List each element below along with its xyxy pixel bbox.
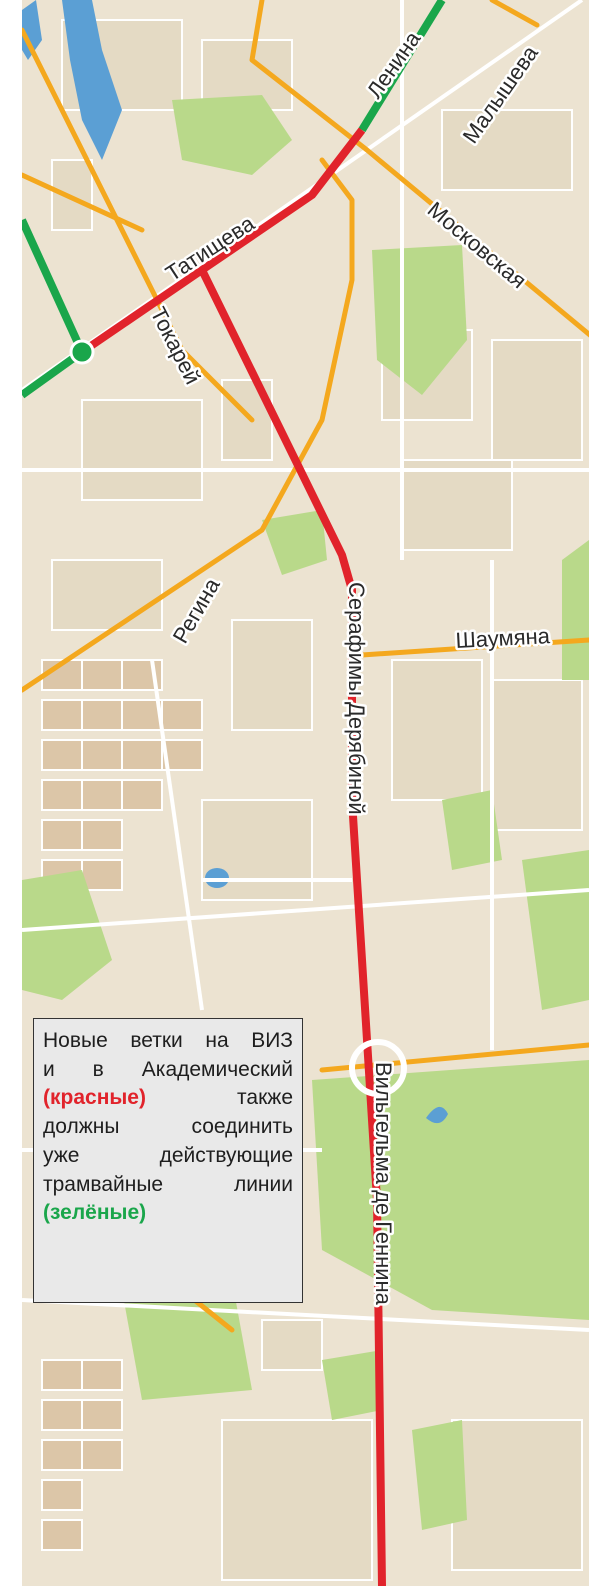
legend-line-5: уже действующие xyxy=(43,1143,293,1167)
map-frame: Ленина Малышева Московская Татищева Тока… xyxy=(22,0,589,1586)
tram-junction xyxy=(69,339,95,365)
legend-line-3-text: также xyxy=(237,1086,293,1110)
label-shaumyana: Шаумяна xyxy=(455,623,551,653)
legend-line-2: и в Академический xyxy=(43,1057,293,1081)
label-vilgelma-de-gennina: Вильгельма де Геннина xyxy=(371,1062,396,1306)
legend-green-label: (зелёные) xyxy=(43,1201,147,1225)
legend-line-4: должны соединить xyxy=(43,1115,293,1139)
tram-new-red xyxy=(79,127,386,1586)
credit-strip xyxy=(0,0,22,1586)
legend-line-1: Новые ветки на ВИЗ xyxy=(43,1029,293,1052)
legend-line-6: трамвайные линии xyxy=(43,1172,293,1196)
legend-red-label: (красные) xyxy=(43,1086,146,1110)
roundabout xyxy=(349,1039,407,1097)
city-map[interactable]: Ленина Малышева Московская Татищева Тока… xyxy=(22,0,589,1586)
label-serafimy-deryabinoy: Серафимы Дерябиной xyxy=(344,582,369,815)
legend-line-7: (зелёные) xyxy=(43,1199,293,1228)
map-legend: Новые ветки на ВИЗ и в Академический (кр… xyxy=(33,1018,303,1303)
legend-line-3: (красные) также xyxy=(43,1084,293,1113)
junction-marker-icon[interactable] xyxy=(69,339,95,365)
